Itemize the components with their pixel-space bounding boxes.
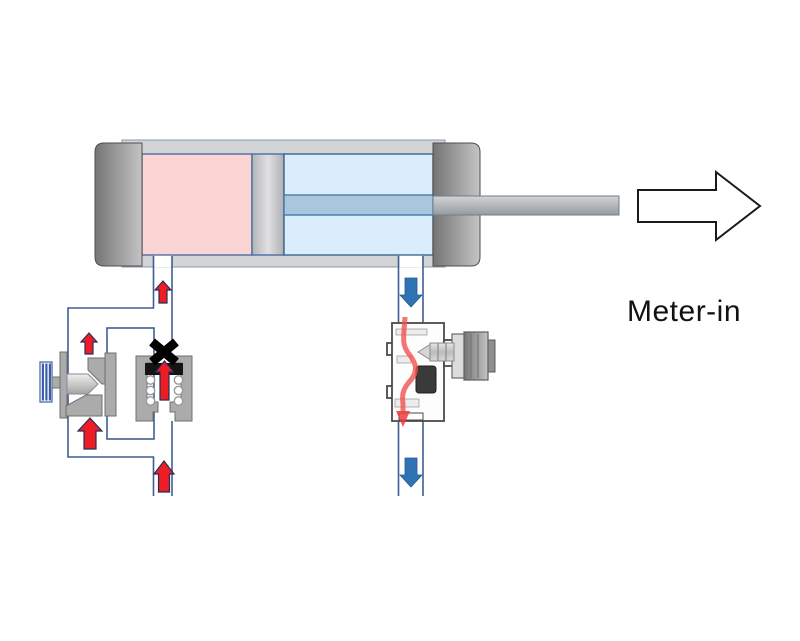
- flow-arrowhead-down: [396, 411, 410, 427]
- valve-seat-lower: [65, 394, 103, 417]
- check-valve-springs: [145, 375, 184, 406]
- fitting-seal: [415, 365, 437, 394]
- cartridge-cap: [463, 331, 489, 381]
- needle-body: [429, 342, 455, 362]
- red-up-arrow-valve-top: [79, 332, 99, 355]
- blocked-x-icon: [149, 338, 179, 366]
- rod-inside-chamber: [283, 194, 434, 216]
- blue-down-arrow-lower: [399, 457, 423, 488]
- meter-in-label: Meter-in: [627, 295, 742, 328]
- valve-center-bar: [104, 352, 117, 417]
- supply-arrows-red: [76, 280, 176, 493]
- left-chamber-pressurized: [141, 153, 253, 256]
- exhaust-arrows-blue: [399, 277, 423, 488]
- right-pipe-upper: [397, 256, 424, 323]
- pneumatic-cylinder: [94, 139, 620, 268]
- blue-down-arrow-upper: [399, 277, 423, 308]
- piping: [67, 256, 424, 496]
- right-port: [399, 255, 423, 268]
- red-up-arrow-valve-bottom: [76, 417, 104, 450]
- rod-motion-right-arrow-icon: [637, 169, 762, 243]
- red-up-arrow-inlet: [152, 460, 176, 493]
- fitting-tube-seat: [395, 328, 428, 336]
- speed-controller-fitting: [386, 316, 496, 427]
- piston-rod: [432, 195, 620, 216]
- red-up-arrow-to-cylinder: [153, 280, 173, 304]
- needle-valve: [39, 351, 117, 419]
- cap-end-nub: [487, 339, 496, 373]
- red-up-arrow-check-valve: [154, 360, 175, 401]
- fitting-ledge-2: [394, 398, 420, 408]
- flow-path-red: [400, 316, 418, 412]
- piston: [251, 153, 285, 256]
- left-port: [154, 255, 172, 268]
- left-end-cap: [94, 142, 143, 267]
- right-pipe-lower: [397, 420, 424, 496]
- adjustment-knob-icon: [39, 361, 53, 403]
- needle-cone-icon: [66, 373, 99, 395]
